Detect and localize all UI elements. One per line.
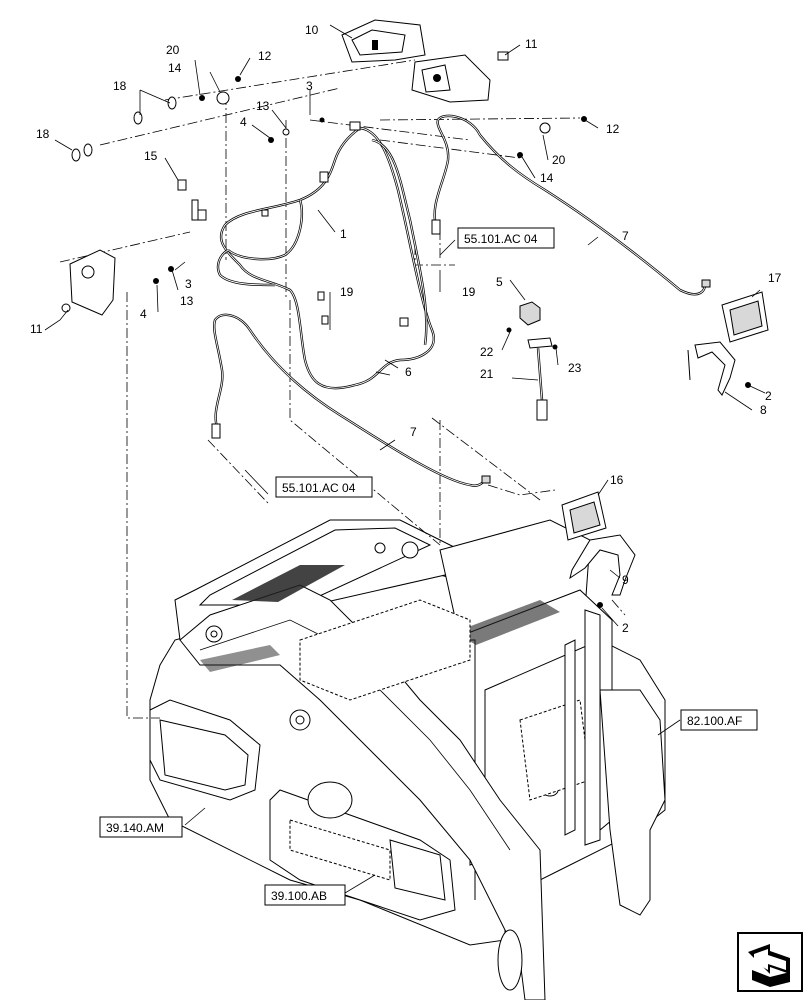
light-harness-lower <box>211 313 491 487</box>
reference-label: 39.140.AM <box>106 821 164 835</box>
callout-17: 17 <box>768 271 782 285</box>
reference-39-140-am: 39.140.AM <box>99 816 183 838</box>
callout-8: 8 <box>760 403 767 417</box>
callout-12: 12 <box>606 122 620 136</box>
callout-6: 6 <box>405 365 412 379</box>
callout-21: 21 <box>480 367 494 381</box>
callout-19: 19 <box>462 285 476 299</box>
callout-19: 19 <box>340 285 354 299</box>
callout-18: 18 <box>36 127 50 141</box>
callout-13: 13 <box>180 294 194 308</box>
callout-labels: 1 2 2 3 3 4 4 5 6 7 7 8 9 10 11 11 12 12… <box>30 23 782 635</box>
callout-18: 18 <box>113 79 127 93</box>
callout-14: 14 <box>540 171 554 185</box>
reference-label: 55.101.AC 04 <box>464 232 538 246</box>
leader-lines <box>44 24 766 894</box>
callout-5: 5 <box>496 275 503 289</box>
callout-23: 23 <box>568 361 582 375</box>
machine-chassis <box>149 519 666 1001</box>
callout-11: 11 <box>525 37 538 51</box>
light-harness-upper <box>431 114 711 296</box>
callout-10: 10 <box>305 23 319 37</box>
reference-label: 82.100.AF <box>687 714 742 728</box>
callout-12: 12 <box>258 49 272 63</box>
top-bracket-10 <box>341 19 426 63</box>
callout-3: 3 <box>185 277 192 291</box>
callout-20: 20 <box>166 43 180 57</box>
callout-14: 14 <box>168 61 182 75</box>
left-bracket-11 <box>61 249 116 316</box>
reference-label: 55.101.AC 04 <box>282 481 356 495</box>
reference-82-100-af: 82.100.AF <box>680 709 758 731</box>
callout-15: 15 <box>144 149 158 163</box>
relay-assembly <box>519 301 553 421</box>
right-bracket-11 <box>411 51 509 103</box>
callout-3: 3 <box>306 79 313 93</box>
callout-1: 1 <box>340 227 347 241</box>
projection-lines <box>59 59 626 719</box>
callout-20: 20 <box>552 153 566 167</box>
next-page-arrow-icon[interactable] <box>737 932 803 992</box>
reference-39-100-ab: 39.100.AB <box>264 884 346 906</box>
hardware-fasteners <box>71 76 751 608</box>
work-lamp-17 <box>687 291 769 396</box>
callout-2: 2 <box>765 389 772 403</box>
callout-22: 22 <box>480 345 494 359</box>
callout-16: 16 <box>610 473 624 487</box>
callout-4: 4 <box>140 307 147 321</box>
callout-7: 7 <box>622 229 629 243</box>
callout-2: 2 <box>622 621 629 635</box>
callout-4: 4 <box>240 115 247 129</box>
reference-55-101-ac-04-upper: 55.101.AC 04 <box>457 227 555 249</box>
main-harness <box>197 121 435 390</box>
callout-9: 9 <box>622 573 629 587</box>
callout-13: 13 <box>256 99 270 113</box>
reference-label: 39.100.AB <box>271 889 327 903</box>
reference-55-101-ac-04-lower: 55.101.AC 04 <box>275 476 373 498</box>
work-lamp-16 <box>561 491 636 596</box>
callout-11: 11 <box>30 322 43 336</box>
callout-7: 7 <box>410 425 417 439</box>
